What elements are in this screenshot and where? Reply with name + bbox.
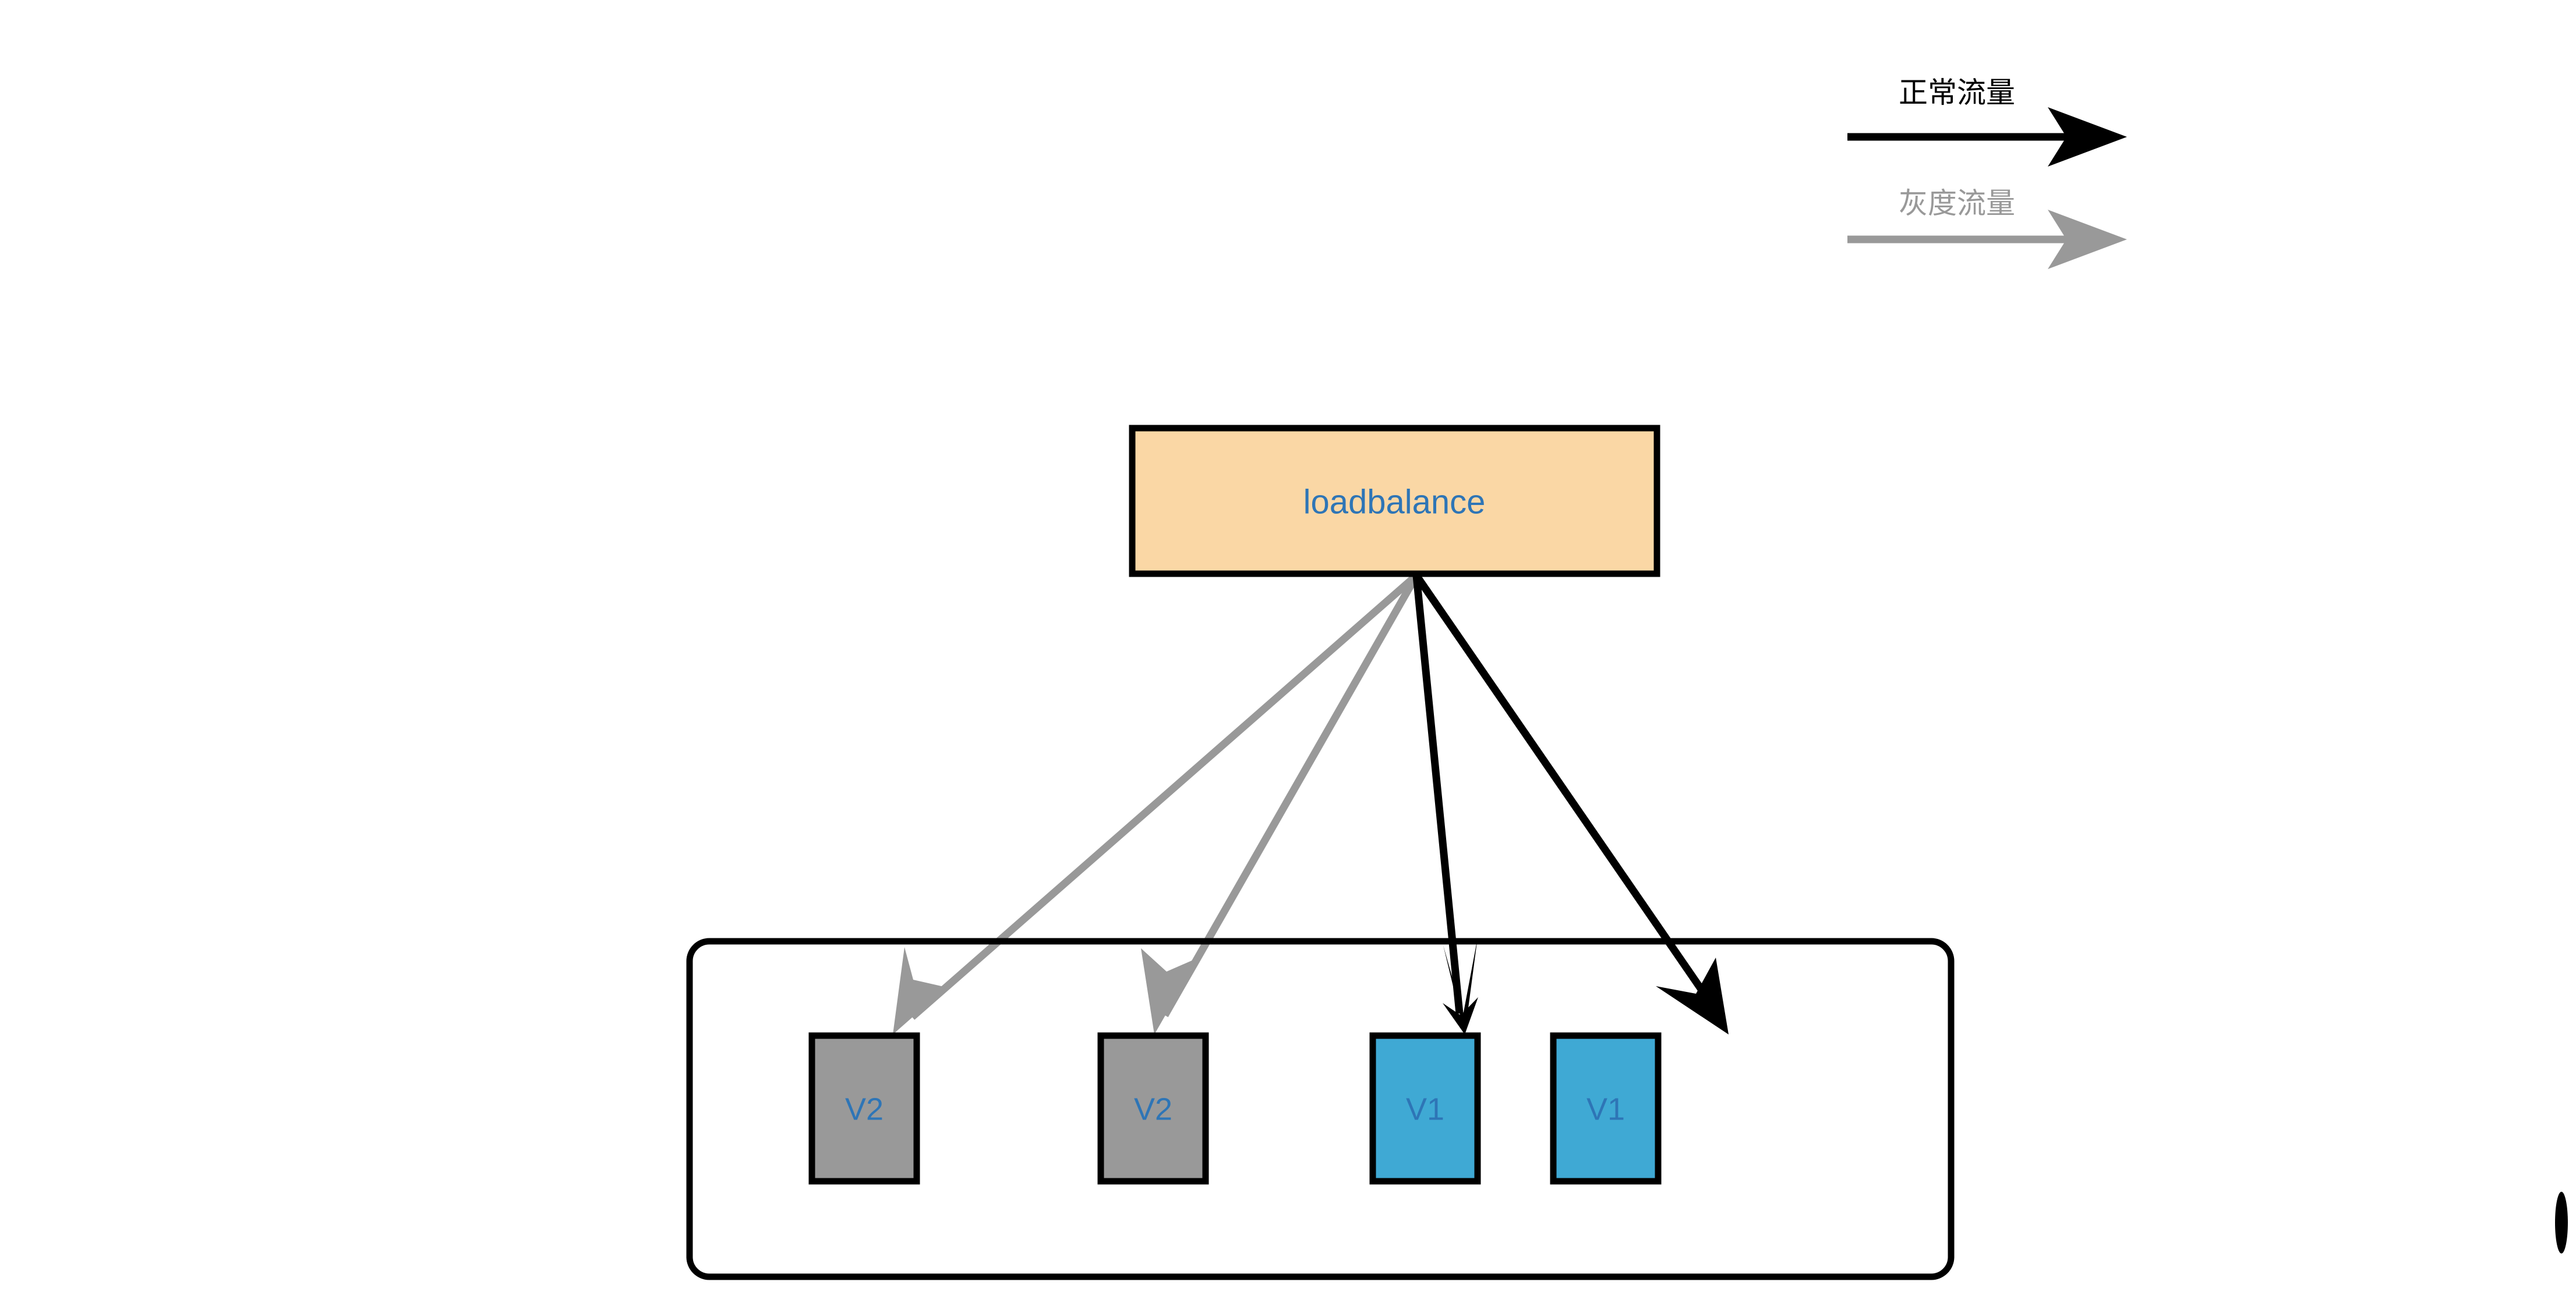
legend-arrow-canary-head [2048, 210, 2127, 269]
node-instance-v2-b[interactable]: V2 [1097, 1032, 1209, 1185]
legend-arrow-normal-head [2048, 107, 2127, 167]
edge-loadbalancer-to-v1-a [1412, 575, 1478, 1034]
instance-box-v2-b[interactable] [1097, 1032, 1209, 1185]
edge-canary-shaft-a [909, 573, 1419, 1020]
instance-label-v2-a: V2 [845, 1092, 884, 1127]
edges [893, 573, 1729, 1034]
edge-loadbalancer-to-v1-b [1413, 573, 1729, 1034]
legend-label-canary-traffic: 灰度流量 [1899, 187, 2015, 220]
instance-nodes: V2 V2 V1 V1 [808, 1032, 1662, 1185]
loadbalancer-box[interactable] [1129, 425, 1660, 577]
edge-canary-arrowhead-b [1141, 948, 1199, 1034]
legend-label-normal-traffic: 正常流量 [1899, 76, 2015, 109]
edge-normal-shaft-a [1412, 575, 1464, 1014]
instance-label-v1-a: V1 [1406, 1092, 1444, 1127]
instance-label-v2-b: V2 [1134, 1092, 1172, 1127]
node-loadbalancer[interactable]: loadbalance [1129, 425, 1660, 577]
text-caret-icon [2555, 1192, 2568, 1253]
node-instance-v1-b[interactable]: V1 [1550, 1032, 1662, 1185]
edge-normal-shaft-b [1413, 573, 1716, 1008]
instance-group-container [686, 938, 1955, 1280]
instance-box-v2-a[interactable] [808, 1032, 920, 1185]
edge-canary-arrowhead-a [893, 947, 946, 1034]
node-instance-v1-a[interactable]: V1 [1369, 1032, 1481, 1185]
legend: 正常流量 灰度流量 [1847, 76, 2127, 269]
edge-canary-shaft-b [1161, 573, 1420, 1018]
node-instance-v2-a[interactable]: V2 [808, 1032, 920, 1185]
legend-item-normal-traffic: 正常流量 [1847, 76, 2127, 167]
edge-normal-arrowhead-b [1656, 958, 1729, 1034]
edge-loadbalancer-to-v2-b [1141, 573, 1420, 1034]
instance-box-v1-a[interactable] [1369, 1032, 1481, 1185]
legend-item-canary-traffic: 灰度流量 [1847, 187, 2127, 269]
edge-normal-arrowhead-a-sweep [1443, 938, 1478, 1034]
instance-label-v1-b: V1 [1586, 1092, 1625, 1127]
loadbalancer-label: loadbalance [1303, 483, 1486, 521]
instance-box-v1-b[interactable] [1550, 1032, 1662, 1185]
